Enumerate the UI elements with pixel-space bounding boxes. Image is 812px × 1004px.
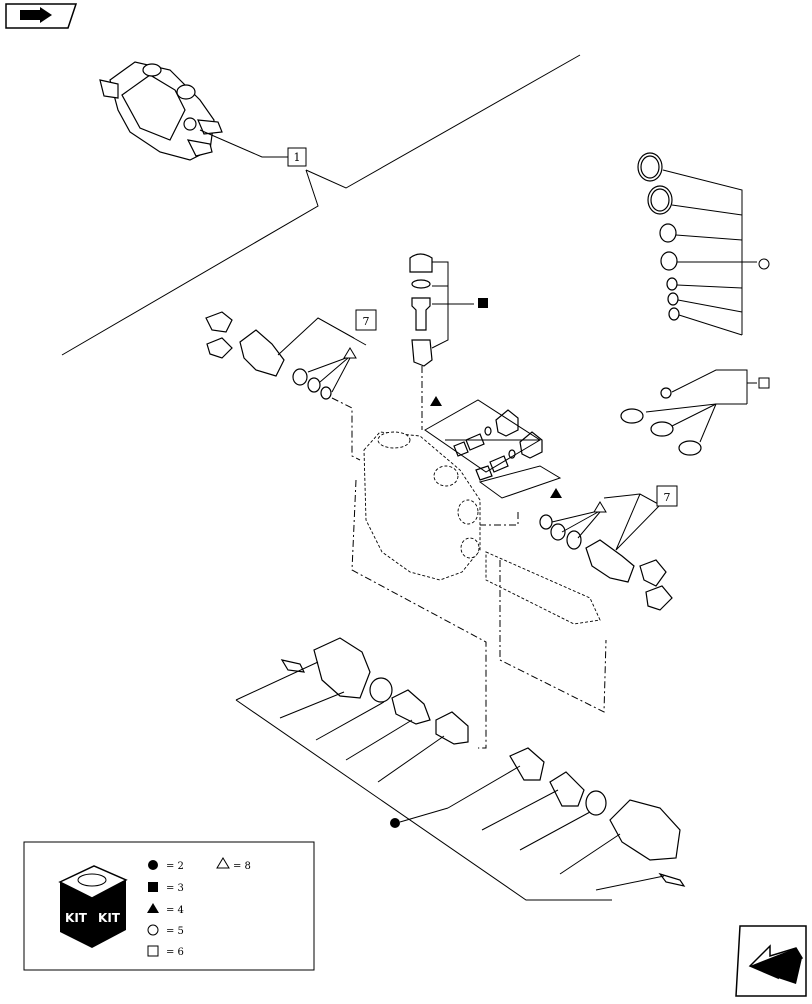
cartridge-kit-left bbox=[205, 311, 332, 400]
filled-triangle-symbol-upper bbox=[430, 396, 442, 406]
legend-item-3: = 3 bbox=[166, 883, 184, 894]
open-square-symbol bbox=[758, 377, 770, 389]
check-valve-parts-lower bbox=[475, 431, 543, 481]
kit-box-icon: KIT KIT bbox=[58, 865, 128, 948]
back-arrow-icon[interactable] bbox=[5, 3, 78, 29]
spool-cap-left bbox=[280, 637, 469, 745]
filled-triangle-symbol-lower bbox=[550, 488, 562, 498]
legend-item-4: = 4 bbox=[166, 905, 184, 916]
kit-label-b: KIT bbox=[98, 911, 121, 925]
valve-body-ghost bbox=[363, 431, 601, 625]
callout-kit-left: 7 bbox=[363, 315, 370, 328]
open-triangle-symbol-right bbox=[593, 501, 607, 513]
open-circle-symbol bbox=[758, 258, 770, 270]
filled-square-symbol bbox=[478, 298, 488, 308]
check-valve-parts-upper bbox=[453, 409, 519, 457]
spool-cap-right bbox=[509, 747, 686, 887]
legend-item-8: = 8 bbox=[233, 861, 251, 872]
seal-set-open-square bbox=[620, 387, 702, 456]
legend-open-square bbox=[147, 945, 159, 957]
legend-item-5: = 5 bbox=[166, 926, 184, 937]
legend-open-circle bbox=[147, 924, 159, 936]
o-ring-set-open-circle bbox=[637, 152, 680, 321]
callout-kit-right: 7 bbox=[664, 491, 671, 504]
legend-open-triangle bbox=[216, 857, 230, 869]
kit-label-a: KIT bbox=[65, 911, 88, 925]
legend-box: KIT KIT = 2 = 3 = 4 = 5 = 6 = 8 bbox=[23, 841, 315, 971]
callout-main-valve: 1 bbox=[294, 151, 301, 164]
legend-item-6: = 6 bbox=[166, 947, 184, 958]
legend-filled-circle bbox=[148, 860, 158, 870]
open-triangle-symbol bbox=[343, 347, 357, 359]
legend-item-2: = 2 bbox=[166, 861, 184, 872]
main-valve-assembly bbox=[99, 61, 223, 161]
legend-filled-triangle bbox=[147, 903, 159, 913]
legend-filled-square bbox=[148, 882, 158, 892]
filled-circle-symbol bbox=[390, 818, 400, 828]
cartridge-kit-right bbox=[539, 514, 673, 611]
relief-parts-filled-square bbox=[409, 253, 433, 367]
next-page-arrow-icon[interactable] bbox=[735, 925, 807, 997]
